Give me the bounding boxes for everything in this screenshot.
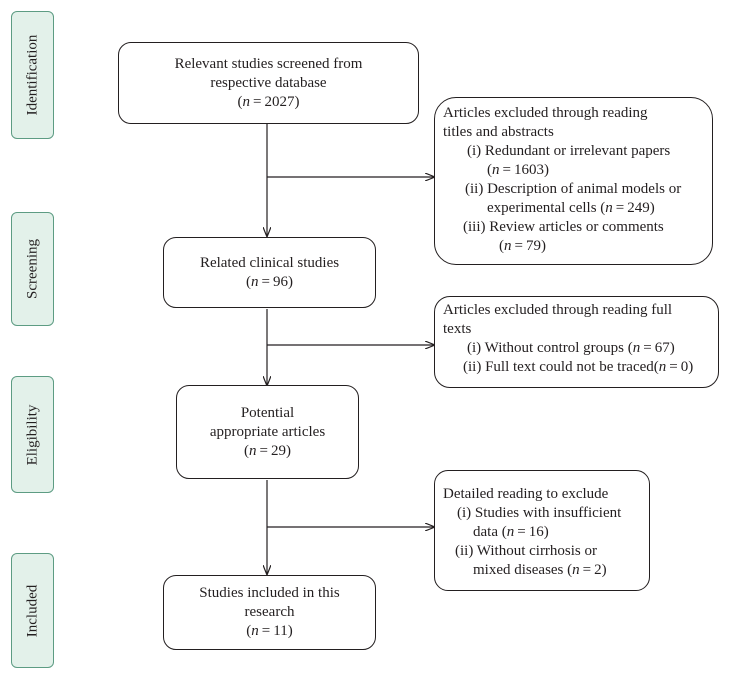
exclusion2-header-line2: texts	[443, 321, 472, 337]
phase-screening-label: Screening	[24, 239, 40, 299]
box-identified: Relevant studies screened from respectiv…	[118, 42, 419, 124]
identified-line1: Relevant studies screened from	[174, 55, 363, 72]
identified-line2: respective database	[210, 74, 327, 91]
box-exclusion-detailed: Detailed reading to exclude (i) Studies …	[434, 470, 650, 591]
phase-identification-label: Identification	[24, 34, 40, 116]
exclusion1-item3-line2: (n = 79)	[499, 238, 546, 254]
exclusion1-item1-line1: (i) Redundant or irrelevant papers	[467, 143, 671, 159]
exclusion2-item1: (i) Without control groups (n = 67)	[467, 340, 675, 356]
box-screened: Related clinical studies (n = 96)	[163, 237, 376, 308]
phase-screening: Screening	[11, 212, 54, 326]
exclusion1-item3-line1: (iii) Review articles or comments	[463, 219, 664, 235]
exclusion1-item2-line2: experimental cells (n = 249)	[487, 200, 655, 216]
exclusion3-item2-line1: (ii) Without cirrhosis or	[455, 543, 598, 559]
box-exclusion-full-texts: Articles excluded through reading full t…	[434, 296, 719, 388]
exclusion1-item2-line1: (ii) Description of animal models or	[465, 181, 682, 197]
identified-count: (n = 2027)	[237, 93, 300, 110]
exclusion1-header-line1: Articles excluded through reading	[443, 105, 648, 121]
phase-included: Included	[11, 553, 54, 668]
exclusion3-item1-line2: data (n = 16)	[473, 524, 549, 540]
exclusion2-header-line1: Articles excluded through reading full	[443, 302, 673, 318]
included-line1: Studies included in this	[199, 585, 340, 601]
box-eligible: Potential appropriate articles (n = 29)	[176, 385, 359, 479]
phase-included-label: Included	[24, 584, 40, 637]
box-exclusion-titles-abstracts: Articles excluded through reading titles…	[434, 97, 713, 265]
phase-eligibility-label: Eligibility	[24, 404, 40, 465]
exclusion3-item2-line2: mixed diseases (n = 2)	[473, 562, 607, 578]
eligible-count: (n = 29)	[244, 442, 291, 459]
exclusion3-header: Detailed reading to exclude	[443, 486, 609, 502]
phase-identification: Identification	[11, 11, 54, 139]
exclusion1-item1-line2: (n = 1603)	[487, 162, 549, 178]
exclusion2-item2: (ii) Full text could not be traced(n = 0…	[463, 359, 694, 375]
phase-eligibility: Eligibility	[11, 376, 54, 493]
eligible-line2: appropriate articles	[209, 423, 326, 440]
included-line2: research	[244, 604, 295, 620]
included-count: (n = 11)	[246, 623, 293, 639]
exclusion1-header-line2: titles and abstracts	[443, 124, 554, 140]
screened-line1: Related clinical studies	[199, 254, 340, 271]
box-included: Studies included in this research (n = 1…	[163, 575, 376, 650]
screened-count: (n = 96)	[246, 273, 293, 290]
eligible-line1: Potential	[240, 404, 295, 421]
exclusion3-item1-line1: (i) Studies with insufficient	[457, 505, 622, 521]
